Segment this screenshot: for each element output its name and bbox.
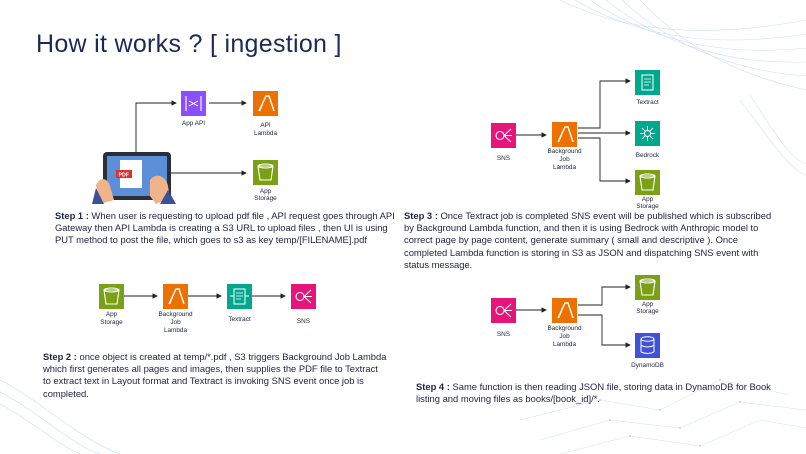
lambda-icon	[163, 284, 188, 309]
bedrock-node-3: Bedrock	[635, 121, 660, 159]
sns-node-2: SNS	[291, 284, 316, 325]
lambda-label-2: Job	[559, 156, 570, 163]
step2-text: once object is created at temp/*.pdf , S…	[43, 351, 387, 399]
step3-text: Once Textract job is completed SNS event…	[404, 210, 772, 270]
diagram-step2: App Storage Background Job Lambda Textra…	[99, 284, 316, 334]
app-storage-node-2: App Storage	[99, 284, 124, 326]
lambda-icon	[552, 298, 577, 323]
textract-label: Textract	[636, 99, 659, 106]
bedrock-icon	[635, 121, 660, 146]
lambda-label-3: Lambda	[164, 327, 188, 334]
dynamodb-node-4: DynamoDB	[631, 333, 664, 369]
sns-label: SNS	[497, 331, 510, 338]
lambda-label-3: Lambda	[553, 164, 577, 171]
step3-description: Step 3 : Once Textract job is completed …	[404, 210, 774, 271]
lambda-label-1: Background	[158, 311, 193, 318]
dynamodb-label: DynamoDB	[631, 362, 664, 369]
step1-label: Step 1 :	[55, 210, 89, 221]
lambda-label-2: Job	[559, 333, 570, 340]
app-storage-label-1: App	[642, 301, 654, 308]
background-lambda-node-2: Background Job Lambda	[158, 284, 193, 334]
lambda-icon	[552, 122, 577, 147]
lambda-label-3: Lambda	[553, 341, 577, 348]
step4-label: Step 4 :	[416, 381, 450, 392]
step2-description: Step 2 : once object is created at temp/…	[43, 351, 388, 400]
app-storage-label-2: Storage	[100, 319, 123, 326]
background-lambda-node-4: Background Job Lambda	[547, 298, 582, 348]
step4-description: Step 4 : Same function is then reading J…	[416, 381, 781, 405]
step1-description: Step 1 : When user is requesting to uplo…	[55, 210, 400, 247]
app-storage-node-3: App Storage	[635, 170, 660, 210]
app-storage-label-2: Storage	[254, 195, 277, 202]
app-storage-node: App Storage	[253, 160, 278, 202]
textract-label: Textract	[228, 316, 251, 323]
background-lambda-node-3: Background Job Lambda	[547, 122, 582, 171]
sns-label: SNS	[497, 155, 510, 162]
lambda-label-1: Background	[547, 148, 582, 155]
step3-label: Step 3 :	[404, 210, 438, 221]
sns-node-4: SNS	[491, 298, 516, 338]
app-api-node: App API	[181, 91, 206, 127]
app-storage-label-1: App	[106, 311, 118, 318]
sns-label: SNS	[297, 318, 310, 325]
slide-title: How it works ? [ ingestion ]	[36, 30, 342, 58]
textract-icon	[635, 70, 660, 95]
lambda-label-1: Background	[547, 325, 582, 332]
lambda-label-2: Job	[170, 319, 181, 326]
pdf-badge-label: PDF	[119, 173, 129, 179]
api-lambda-label-1: API	[260, 122, 271, 129]
step2-label: Step 2 :	[43, 351, 77, 362]
sns-node-3: SNS	[491, 123, 516, 162]
app-storage-label-1: App	[642, 196, 654, 203]
api-lambda-node: API Lambda	[253, 91, 278, 137]
app-storage-label-2: Storage	[636, 203, 659, 210]
diagram-step1: PDF App API API Lambda	[92, 91, 278, 204]
textract-node-3: Textract	[635, 70, 660, 106]
app-storage-label-1: App	[260, 188, 272, 195]
api-lambda-label-2: Lambda	[254, 130, 278, 137]
step4-text: Same function is then reading JSON file,…	[416, 381, 771, 405]
textract-node-2: Textract	[227, 284, 252, 323]
app-storage-node-4: App Storage	[635, 275, 660, 315]
lambda-icon	[253, 91, 278, 116]
app-api-label: App API	[182, 120, 205, 127]
diagram-step3: SNS Background Job Lambda Textract Bedro…	[491, 70, 660, 210]
step1-text: When user is requesting to upload pdf fi…	[55, 210, 395, 246]
bedrock-label: Bedrock	[636, 152, 660, 159]
app-storage-label-2: Storage	[636, 308, 659, 315]
diagram-step4: SNS Background Job Lambda App Storage	[491, 275, 664, 369]
tablet-illustration: PDF	[92, 152, 176, 204]
